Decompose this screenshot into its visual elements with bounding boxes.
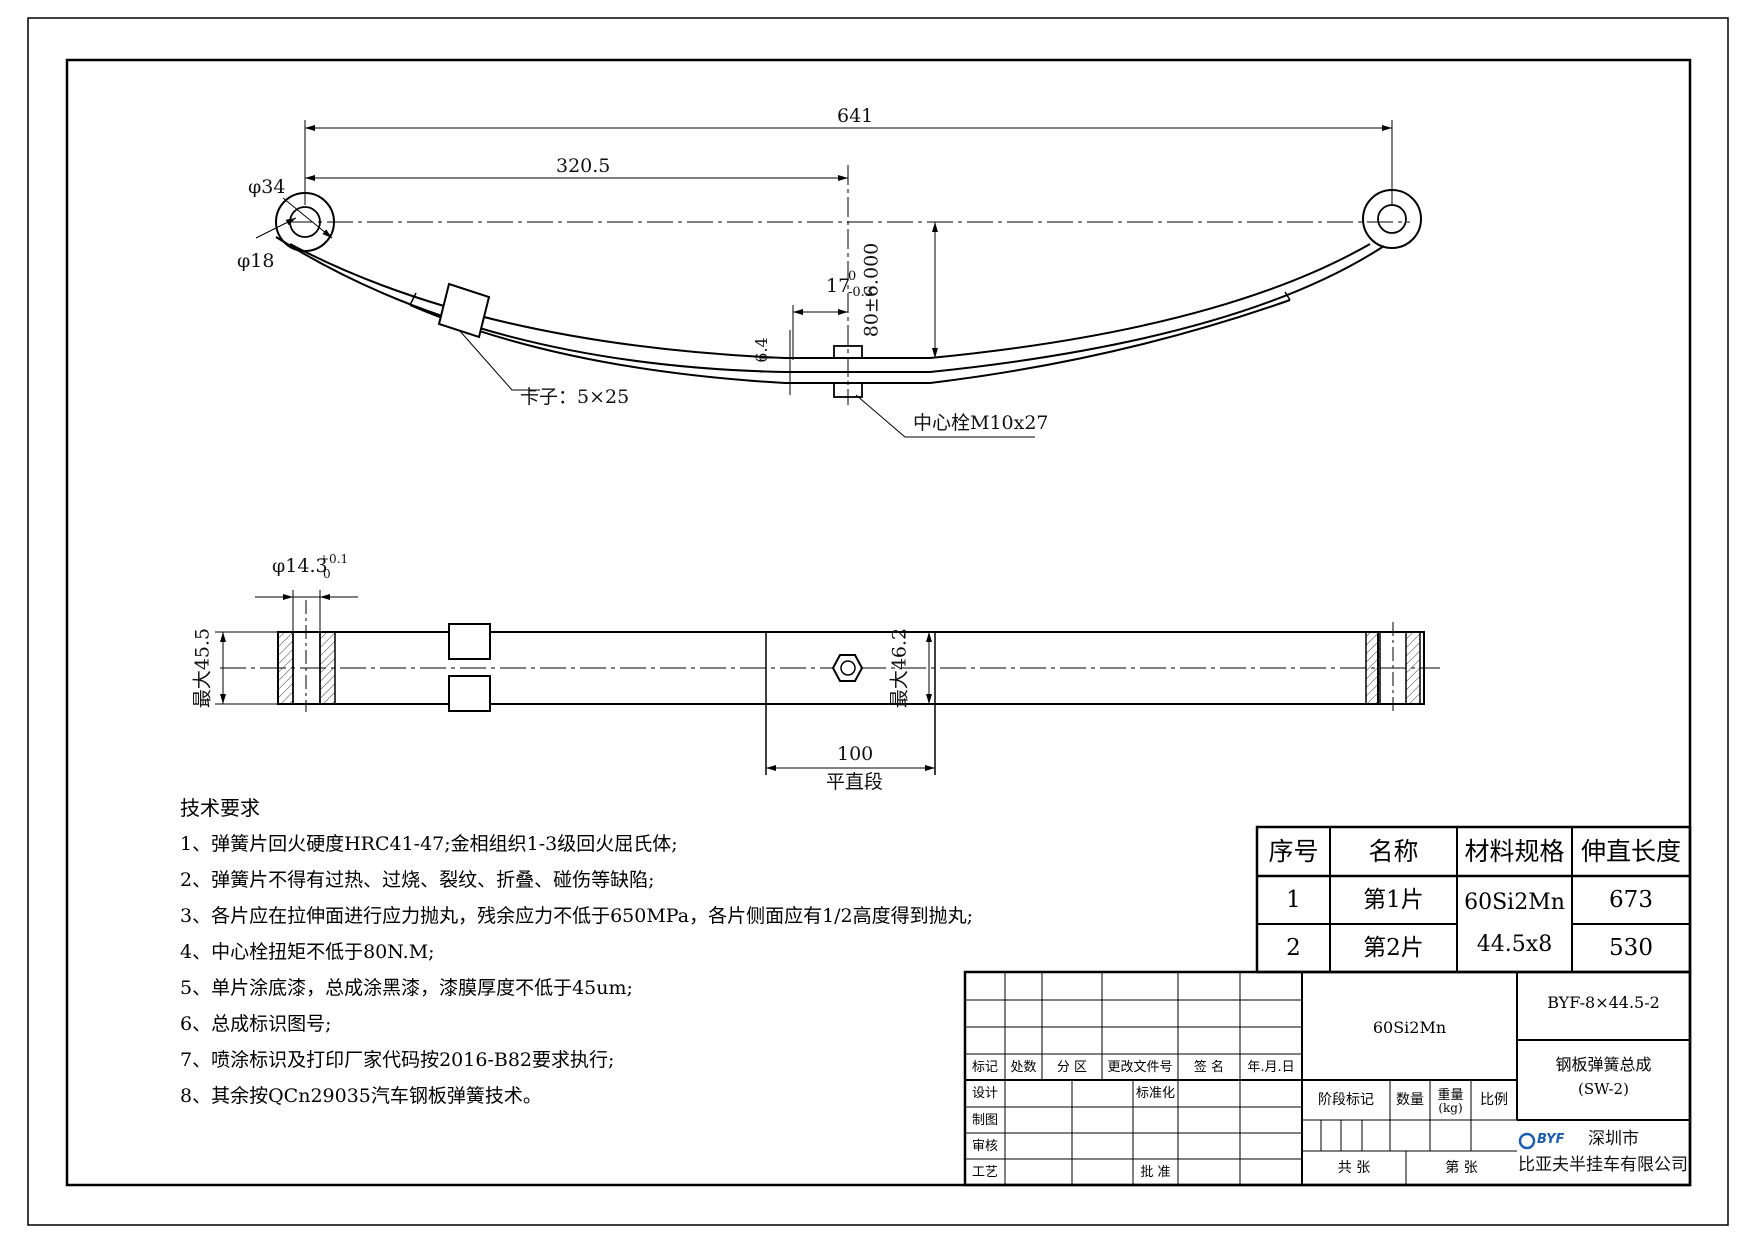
left-bushing-hatch-2 xyxy=(319,631,336,705)
dim-arc-height: 80±6.000 xyxy=(860,242,883,338)
dim-center-offset-tol-upper: 0 xyxy=(848,269,857,284)
stage-label: 阶段标记 xyxy=(1318,1092,1374,1108)
dim-max-eye-width: 最大45.5 xyxy=(191,627,214,709)
dim-overall-length: 641 xyxy=(837,105,874,127)
weight-label: 重量 xyxy=(1437,1088,1464,1103)
role-design: 设计 xyxy=(971,1086,998,1101)
tech-requirements: 技术要求 1、弹簧片回火硬度HRC41-47;金相组织1-3级回火屈氏体; 2、… xyxy=(180,790,973,1114)
tech-req-item: 3、各片应在拉伸面进行应力抛丸，残余应力不低于650MPa，各片侧面应有1/2高… xyxy=(180,905,974,927)
right-bushing-hatch-2 xyxy=(1405,631,1421,705)
tech-req-item: 6、总成标识图号; xyxy=(180,1013,332,1035)
clip-shape xyxy=(437,282,491,339)
parts-header-length: 伸直长度 xyxy=(1580,837,1681,866)
tech-req-item: 2、弹簧片不得有过热、过烧、裂纹、折叠、碰伤等缺陷; xyxy=(180,869,655,891)
dim-eye-inner-dia: φ18 xyxy=(237,250,275,272)
byf-logo-text: BYF xyxy=(1537,1132,1565,1147)
tech-req-item: 8、其余按QCn29035汽车钢板弹簧技术。 xyxy=(180,1085,542,1107)
top-view xyxy=(215,590,1440,775)
title-block-material: 60Si2Mn xyxy=(1372,1018,1447,1037)
dim-center-offset: 17 xyxy=(826,275,851,297)
parts-header-material: 材料规格 xyxy=(1464,837,1565,866)
rev-header-mark: 标记 xyxy=(971,1059,998,1075)
parts-material-line-1: 60Si2Mn xyxy=(1464,890,1565,915)
clip-callout-label: 卡子：5×25 xyxy=(520,386,630,408)
dim-flat-label: 平直段 xyxy=(826,771,884,793)
tech-req-item: 4、中心栓扭矩不低于80N.M; xyxy=(180,941,435,963)
rev-header-count: 处数 xyxy=(1010,1059,1037,1075)
tech-req-item: 1、弹簧片回火硬度HRC41-47;金相组织1-3级回火屈氏体; xyxy=(180,833,678,855)
sheet-number: 第 张 xyxy=(1445,1160,1478,1176)
sheets-total: 共 张 xyxy=(1337,1160,1371,1176)
dim-bushing-dia: φ14.3 xyxy=(272,555,328,577)
dim-max-center-width: 最大46.2 xyxy=(888,627,911,709)
part-name: 钢板弹簧总成 xyxy=(1555,1055,1652,1074)
weight-unit: (kg) xyxy=(1438,1101,1463,1115)
bolt-leader xyxy=(855,394,1035,438)
rev-header-date: 年.月.日 xyxy=(1247,1059,1295,1075)
leaf-2-right-end xyxy=(1284,291,1291,301)
inner-border xyxy=(65,58,1692,1187)
tech-requirements-title: 技术要求 xyxy=(180,796,260,820)
center-bolt-hex-inner xyxy=(840,660,856,676)
approve-label: 批 准 xyxy=(1140,1164,1171,1180)
side-view xyxy=(255,120,1422,438)
rev-header-sign: 签 名 xyxy=(1193,1059,1225,1075)
scale-label: 比例 xyxy=(1480,1092,1508,1108)
dim-half-length: 320.5 xyxy=(556,155,611,177)
parts-row-1-length: 673 xyxy=(1609,886,1653,913)
parts-header-no: 序号 xyxy=(1268,837,1319,866)
rev-header-zone: 分 区 xyxy=(1056,1059,1088,1075)
clip-leader xyxy=(458,329,540,391)
dim-leaf-thickness: 6.4 xyxy=(752,337,771,363)
tech-req-item: 7、喷涂标识及打印厂家代码按2016-B82要求执行; xyxy=(180,1049,615,1071)
byf-logo-icon xyxy=(1518,1132,1536,1150)
parts-row-2-length: 530 xyxy=(1609,934,1653,961)
parts-row-2-name: 第2片 xyxy=(1363,934,1424,961)
part-code: (SW-2) xyxy=(1578,1079,1629,1098)
clip-block-bottom xyxy=(448,675,491,712)
leaf-2-left-end xyxy=(409,292,417,306)
dim-bushing-dia-tol-upper: +0.1 xyxy=(319,552,349,566)
dim-eye-outer-dia: φ34 xyxy=(248,176,286,198)
parts-row-2-no: 2 xyxy=(1286,934,1301,961)
drawing-number: BYF-8×44.5-2 xyxy=(1547,993,1660,1012)
left-bushing-hatch-1 xyxy=(277,631,294,705)
dim-center-offset-tol-lower: -0.3 xyxy=(848,285,874,300)
company-city: 深圳市 xyxy=(1588,1129,1639,1149)
parts-material-line-2: 44.5x8 xyxy=(1476,932,1553,957)
tables-grid xyxy=(963,825,1692,1187)
dia34-leader xyxy=(282,197,333,239)
parts-header-name: 名称 xyxy=(1368,837,1419,866)
role-review: 审核 xyxy=(971,1138,998,1154)
dia18-leader xyxy=(255,217,297,239)
center-bolt-callout-label: 中心栓M10x27 xyxy=(913,412,1049,434)
dim-bushing-dia-tol-lower: 0 xyxy=(323,567,331,581)
outer-border xyxy=(27,17,1729,1226)
parts-row-1-name: 第1片 xyxy=(1363,886,1424,913)
parts-row-1-no: 1 xyxy=(1286,886,1301,913)
right-bushing-hatch-1 xyxy=(1365,631,1381,705)
leaf-2-lower xyxy=(409,299,1291,384)
center-bolt-hex xyxy=(831,654,864,682)
tech-req-item: 5、单片涂底漆，总成涂黑漆，漆膜厚度不低于45um; xyxy=(180,977,633,999)
rev-header-docno: 更改文件号 xyxy=(1107,1059,1173,1075)
right-eye-inner xyxy=(1377,204,1407,234)
role-process: 工艺 xyxy=(971,1164,998,1180)
qty-label: 数量 xyxy=(1396,1092,1424,1108)
role-draft: 制图 xyxy=(971,1112,998,1128)
clip-block-top xyxy=(448,623,491,660)
company-name: 比亚夫半挂车有限公司 xyxy=(1518,1155,1688,1175)
dim-flat-length: 100 xyxy=(837,743,874,765)
title-block-frame xyxy=(963,970,1692,1187)
standardization-label: 标准化 xyxy=(1135,1086,1175,1101)
